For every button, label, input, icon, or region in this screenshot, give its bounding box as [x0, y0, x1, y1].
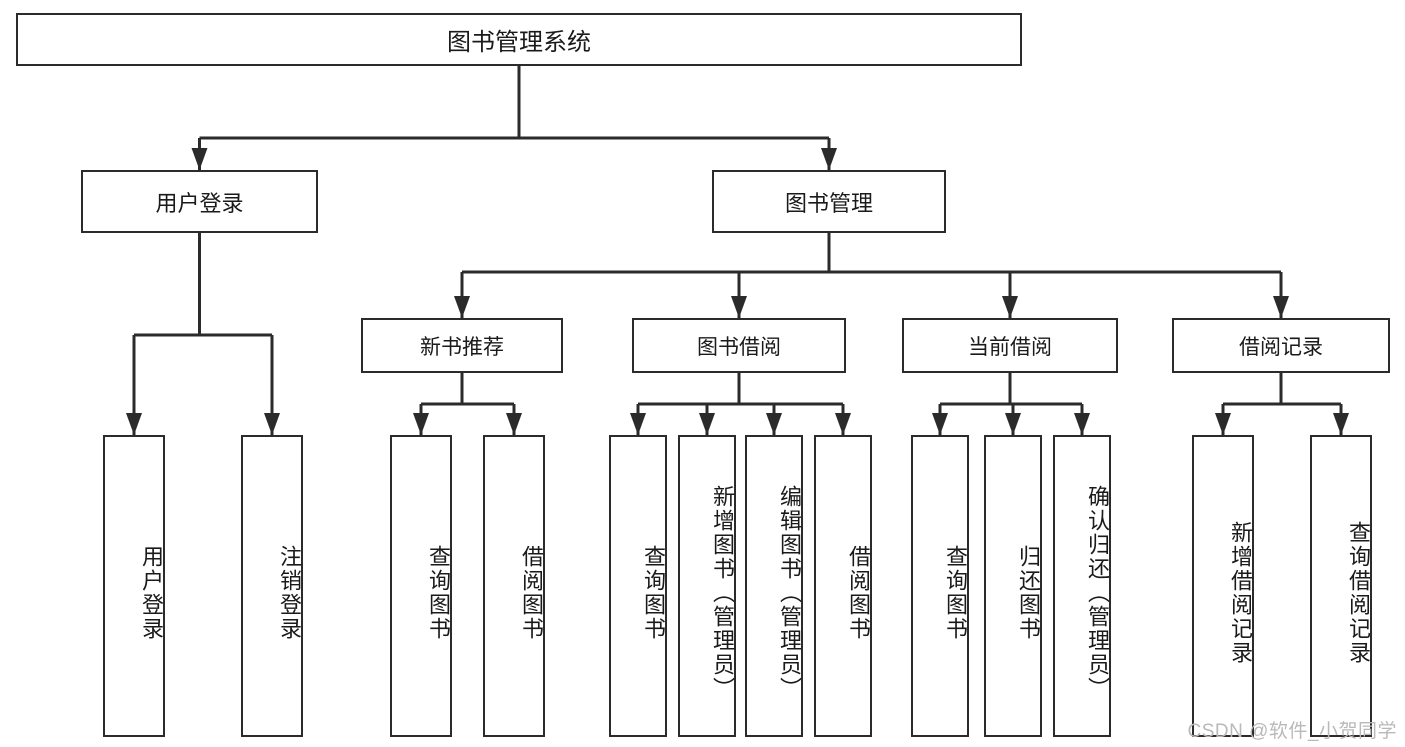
node-leaf-br-query[interactable]: 查询借阅记录: [1310, 435, 1372, 737]
node-label: 归还图书: [1016, 545, 1041, 641]
arrow-head-leaf-bb-add: [699, 413, 715, 435]
node-label: 借阅图书: [519, 545, 544, 641]
node-book-manage[interactable]: 图书管理: [712, 170, 946, 233]
arrow-head-book-manage: [821, 148, 837, 170]
node-label: 查询图书: [641, 545, 666, 641]
node-leaf-bb-query[interactable]: 查询图书: [609, 435, 667, 737]
arrow-head-leaf-nb-borrow: [506, 413, 522, 435]
node-label: 注销登录: [277, 545, 302, 641]
arrow-head-book-borrow: [731, 296, 747, 318]
arrow-head-leaf-bb-edit: [766, 413, 782, 435]
node-leaf-user-logout[interactable]: 注销登录: [241, 435, 303, 737]
node-leaf-bb-edit[interactable]: 编辑图书（管理员）: [745, 435, 803, 737]
node-borrow-record[interactable]: 借阅记录: [1172, 318, 1390, 373]
node-label: 查询借阅记录: [1346, 521, 1371, 665]
arrow-head-leaf-bb-query: [630, 413, 646, 435]
arrow-head-current-borrow: [1002, 296, 1018, 318]
node-label: 查询图书: [943, 545, 968, 641]
arrow-head-leaf-user-login: [126, 413, 142, 435]
node-leaf-br-add[interactable]: 新增借阅记录: [1192, 435, 1254, 737]
node-leaf-cb-query[interactable]: 查询图书: [911, 435, 969, 737]
arrow-head-leaf-cb-return: [1005, 413, 1021, 435]
node-leaf-cb-confirm[interactable]: 确认归还（管理员）: [1053, 435, 1111, 737]
arrow-head-new-book-rec: [454, 296, 470, 318]
node-book-borrow[interactable]: 图书借阅: [632, 318, 846, 373]
node-label: 借阅图书: [846, 545, 871, 641]
node-label: 编辑图书（管理员）: [777, 485, 802, 701]
node-user-login[interactable]: 用户登录: [81, 170, 318, 233]
arrow-head-leaf-br-add: [1215, 413, 1231, 435]
arrow-head-leaf-cb-confirm: [1074, 413, 1090, 435]
node-label: 新书推荐: [420, 335, 504, 359]
node-label: 新增借阅记录: [1228, 521, 1253, 665]
node-label: 借阅记录: [1239, 335, 1323, 359]
arrow-head-leaf-user-logout: [264, 413, 280, 435]
node-label: 用户登录: [139, 545, 164, 641]
node-label: 查询图书: [426, 545, 451, 641]
node-label: 图书管理: [784, 190, 873, 216]
node-leaf-bb-borrow[interactable]: 借阅图书: [814, 435, 872, 737]
arrow-head-leaf-br-query: [1333, 413, 1349, 435]
node-label: 图书管理系统: [447, 29, 591, 56]
node-current-borrow[interactable]: 当前借阅: [902, 318, 1118, 373]
node-label: 新增图书（管理员）: [710, 485, 735, 701]
node-label: 用户登录: [155, 190, 244, 216]
arrow-head-leaf-cb-query: [932, 413, 948, 435]
arrow-head-user-login: [191, 148, 208, 170]
watermark: CSDN @软件_小贺同学: [1187, 721, 1397, 742]
arrow-head-borrow-record: [1273, 296, 1289, 318]
node-leaf-bb-add[interactable]: 新增图书（管理员）: [678, 435, 736, 737]
arrow-head-leaf-bb-borrow: [835, 413, 851, 435]
arrow-head-leaf-nb-query: [413, 413, 429, 435]
node-leaf-nb-query[interactable]: 查询图书: [390, 435, 452, 737]
node-new-book-rec[interactable]: 新书推荐: [361, 318, 563, 373]
node-root[interactable]: 图书管理系统: [16, 13, 1022, 66]
node-label: 当前借阅: [968, 335, 1052, 359]
node-leaf-nb-borrow[interactable]: 借阅图书: [483, 435, 545, 737]
node-label: 图书借阅: [697, 335, 781, 359]
node-label: 确认归还（管理员）: [1085, 485, 1110, 701]
node-leaf-cb-return[interactable]: 归还图书: [984, 435, 1042, 737]
node-leaf-user-login[interactable]: 用户登录: [103, 435, 165, 737]
